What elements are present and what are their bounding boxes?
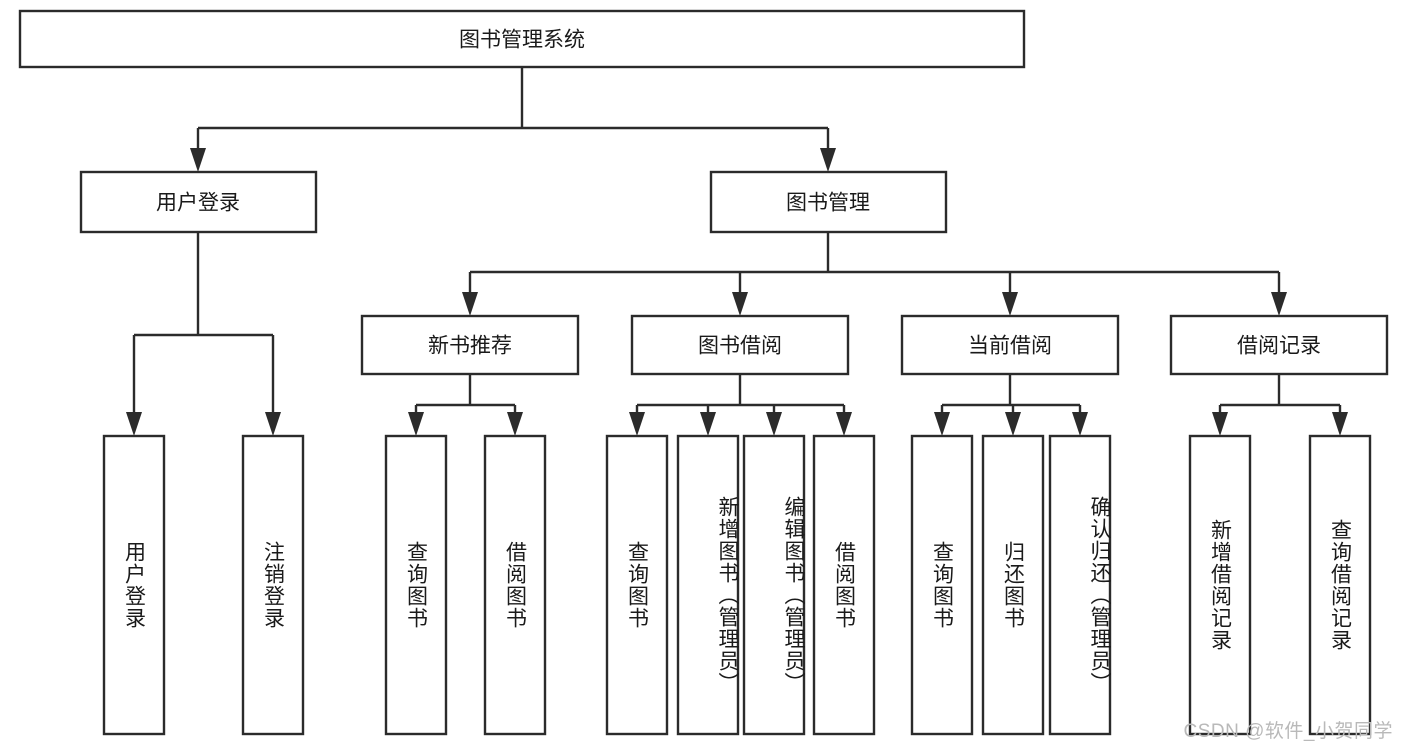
node-borrow-record[interactable]: 借阅记录 bbox=[1169, 314, 1389, 376]
arrowhead-leaf-user-login bbox=[126, 412, 142, 436]
node-current-borrow-label: 当前借阅 bbox=[968, 335, 1052, 358]
leaf-box-add-record[interactable] bbox=[1188, 434, 1252, 736]
node-user-login-label: 用户登录 bbox=[156, 192, 240, 215]
arrowhead-new-book-rec bbox=[462, 292, 478, 316]
node-current-borrow[interactable]: 当前借阅 bbox=[900, 314, 1120, 376]
leaf-box-add-book[interactable] bbox=[676, 434, 740, 736]
arrowhead-leaf-query-book-3 bbox=[934, 412, 950, 436]
arrowhead-borrow-record bbox=[1271, 292, 1287, 316]
leaf-box-logout[interactable] bbox=[241, 434, 305, 736]
arrowhead-leaf-return-book bbox=[1005, 412, 1021, 436]
arrowhead-leaf-query-record bbox=[1332, 412, 1348, 436]
leaf-box-query-book-1[interactable] bbox=[384, 434, 448, 736]
arrowhead-book-borrow bbox=[732, 292, 748, 316]
arrowhead-leaf-add-book bbox=[700, 412, 716, 436]
node-user-login[interactable]: 用户登录 bbox=[79, 170, 318, 234]
connector-layer bbox=[126, 67, 1348, 436]
leaf-box-query-book-2[interactable] bbox=[605, 434, 669, 736]
node-book-borrow-box[interactable] bbox=[630, 314, 850, 376]
node-user-login-box[interactable] bbox=[79, 170, 318, 234]
arrowhead-leaf-borrow-book-2 bbox=[836, 412, 852, 436]
leaf-box-confirm-return[interactable] bbox=[1048, 434, 1112, 736]
leaf-box-borrow-book-2[interactable] bbox=[812, 434, 876, 736]
leaf-box-borrow-book-1[interactable] bbox=[483, 434, 547, 736]
node-root-box[interactable] bbox=[18, 9, 1026, 69]
node-book-management-label: 图书管理 bbox=[786, 192, 870, 215]
leaf-box-edit-book[interactable] bbox=[742, 434, 806, 736]
csdn-watermark: CSDN @软件_小贺同学 bbox=[1183, 721, 1393, 742]
arrowhead-leaf-edit-book bbox=[766, 412, 782, 436]
node-new-book-recommend-label: 新书推荐 bbox=[428, 335, 512, 358]
leaf-box-query-book-3[interactable] bbox=[910, 434, 974, 736]
leaf-box-return-book[interactable] bbox=[981, 434, 1045, 736]
arrowhead-leaf-add-record bbox=[1212, 412, 1228, 436]
arrowhead-leaf-borrow-book-1 bbox=[507, 412, 523, 436]
node-new-book-recommend-box[interactable] bbox=[360, 314, 580, 376]
node-root-label: 图书管理系统 bbox=[459, 29, 585, 52]
arrowhead-book-manage bbox=[820, 148, 836, 172]
arrowhead-leaf-confirm-return bbox=[1072, 412, 1088, 436]
arrowhead-leaf-logout bbox=[265, 412, 281, 436]
arrowhead-leaf-query-book-2 bbox=[629, 412, 645, 436]
node-current-borrow-box[interactable] bbox=[900, 314, 1120, 376]
node-root[interactable]: 图书管理系统 bbox=[18, 9, 1026, 69]
arrowhead-current-borrow bbox=[1002, 292, 1018, 316]
node-borrow-record-label: 借阅记录 bbox=[1237, 335, 1321, 358]
node-book-borrow-label: 图书借阅 bbox=[698, 335, 782, 358]
node-book-management[interactable]: 图书管理 bbox=[709, 170, 948, 234]
node-book-borrow[interactable]: 图书借阅 bbox=[630, 314, 850, 376]
node-borrow-record-box[interactable] bbox=[1169, 314, 1389, 376]
node-book-management-box[interactable] bbox=[709, 170, 948, 234]
arrowhead-leaf-query-book-1 bbox=[408, 412, 424, 436]
leaf-box-layer bbox=[102, 434, 1372, 736]
node-new-book-recommend[interactable]: 新书推荐 bbox=[360, 314, 580, 376]
leaf-box-query-record[interactable] bbox=[1308, 434, 1372, 736]
leaf-box-user-login[interactable] bbox=[102, 434, 166, 736]
arrowhead-user-login bbox=[190, 148, 206, 172]
